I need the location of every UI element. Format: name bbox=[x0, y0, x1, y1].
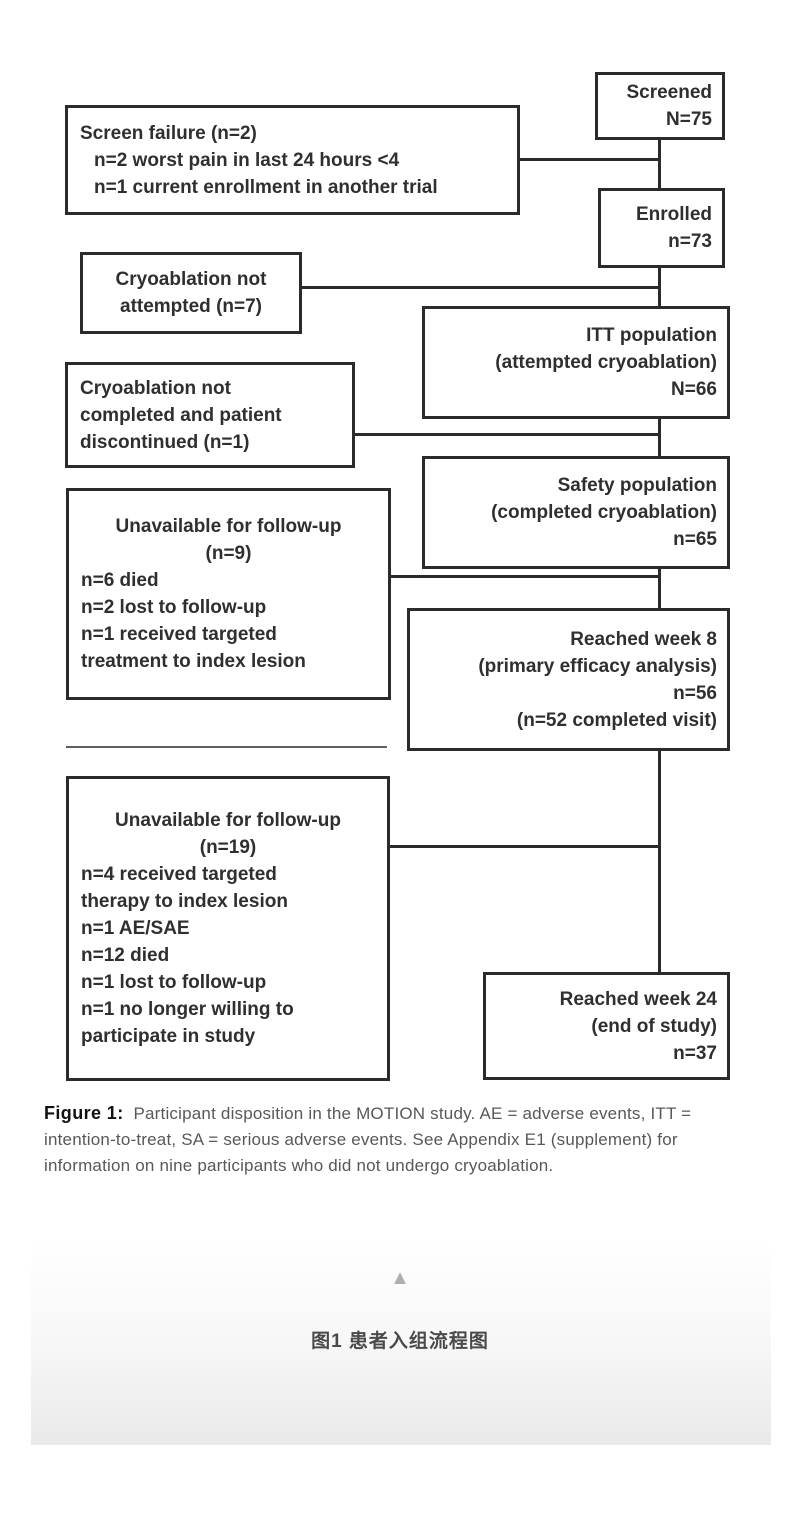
box-line: n=73 bbox=[668, 231, 712, 252]
flow-box-cryo-not-attempted: Cryoablation not attempted (n=7) bbox=[80, 252, 302, 334]
box-line: n=12 died bbox=[81, 945, 170, 966]
flow-box-unavailable-week24: Unavailable for follow-up (n=19) n=4 rec… bbox=[66, 776, 390, 1081]
figure-caption-text: Participant disposition in the MOTION st… bbox=[44, 1104, 692, 1175]
box-line: ITT population bbox=[586, 325, 717, 346]
separator-line bbox=[66, 746, 387, 748]
box-line: Reached week 24 bbox=[559, 988, 717, 1010]
box-line: N=66 bbox=[671, 379, 717, 400]
box-line: Screened bbox=[626, 82, 712, 103]
box-line: n=6 died bbox=[81, 570, 159, 591]
connector-cryo-not-attempted bbox=[302, 286, 660, 289]
box-line: (attempted cryoablation) bbox=[495, 352, 717, 373]
figure-caption-label: Figure 1: bbox=[44, 1103, 124, 1123]
box-line: discontinued (n=1) bbox=[80, 431, 250, 453]
box-line: attempted (n=7) bbox=[120, 296, 262, 317]
connector-cryo-not-completed bbox=[355, 433, 660, 436]
box-line: Screen failure (n=2) bbox=[80, 122, 257, 144]
flow-box-safety-population: Safety population (completed cryoablatio… bbox=[422, 456, 730, 569]
chinese-figure-caption: 图1 患者入组流程图 bbox=[311, 1331, 489, 1352]
box-line: n=56 bbox=[673, 682, 717, 704]
flow-box-week24: Reached week 24 (end of study) n=37 bbox=[483, 972, 730, 1080]
flow-box-cryo-not-completed: Cryoablation not completed and patient d… bbox=[65, 362, 355, 468]
box-line: Unavailable for follow-up bbox=[115, 516, 342, 537]
box-line: Reached week 8 bbox=[570, 628, 717, 650]
collapse-up-triangle-icon[interactable]: ▲ bbox=[390, 1267, 410, 1289]
box-line: N=75 bbox=[666, 109, 712, 130]
flow-box-itt-population: ITT population (attempted cryoablation) … bbox=[422, 306, 730, 419]
box-line: n=1 AE/SAE bbox=[81, 918, 190, 939]
connector-week8-week24 bbox=[658, 751, 661, 974]
connector-screen-failure bbox=[520, 158, 660, 161]
box-line: (n=19) bbox=[199, 837, 257, 858]
box-line: Cryoablation not bbox=[80, 377, 231, 399]
box-line: n=4 received targeted bbox=[81, 864, 277, 885]
box-line: completed and patient bbox=[80, 404, 282, 426]
connector-safety-week8 bbox=[658, 568, 661, 611]
flow-box-enrolled: Enrolled n=73 bbox=[598, 188, 725, 268]
connector-unavailable-week8 bbox=[391, 575, 660, 578]
box-line: (end of study) bbox=[591, 1015, 717, 1037]
box-line: n=37 bbox=[673, 1042, 717, 1064]
figure-caption: Figure 1: Participant disposition in the… bbox=[44, 1100, 762, 1179]
box-line: Safety population bbox=[557, 475, 717, 496]
connector-unavailable-week24 bbox=[390, 845, 660, 848]
box-line: therapy to index lesion bbox=[81, 891, 288, 912]
connector-itt-safety bbox=[658, 418, 661, 458]
box-line: (primary efficacy analysis) bbox=[478, 655, 717, 677]
box-line: Enrolled bbox=[635, 204, 712, 225]
box-line: (completed cryoablation) bbox=[491, 502, 717, 523]
box-line: n=1 no longer willing to bbox=[81, 999, 294, 1020]
box-line: Cryoablation not bbox=[115, 269, 267, 290]
box-line: n=65 bbox=[673, 529, 717, 550]
box-line: treatment to index lesion bbox=[81, 651, 306, 672]
box-line: (n=9) bbox=[205, 543, 252, 564]
box-line: Unavailable for follow-up bbox=[115, 810, 341, 831]
box-line: n=1 current enrollment in another trial bbox=[94, 176, 438, 198]
box-line: n=1 received targeted bbox=[81, 624, 277, 645]
flow-box-screen-failure: Screen failure (n=2) n=2 worst pain in l… bbox=[65, 105, 520, 215]
connector-screened-enrolled bbox=[658, 138, 661, 190]
box-line: (n=52 completed visit) bbox=[516, 709, 717, 731]
box-line: n=2 worst pain in last 24 hours <4 bbox=[94, 149, 400, 171]
flow-box-unavailable-week8: Unavailable for follow-up (n=9) n=6 died… bbox=[66, 488, 391, 700]
box-line: participate in study bbox=[81, 1026, 256, 1047]
footer-gradient-band bbox=[31, 1240, 771, 1445]
box-line: n=1 lost to follow-up bbox=[81, 972, 267, 993]
flow-box-screened: Screened N=75 bbox=[595, 72, 725, 140]
box-line: n=2 lost to follow-up bbox=[81, 597, 267, 618]
flow-box-week8: Reached week 8 (primary efficacy analysi… bbox=[407, 608, 730, 751]
